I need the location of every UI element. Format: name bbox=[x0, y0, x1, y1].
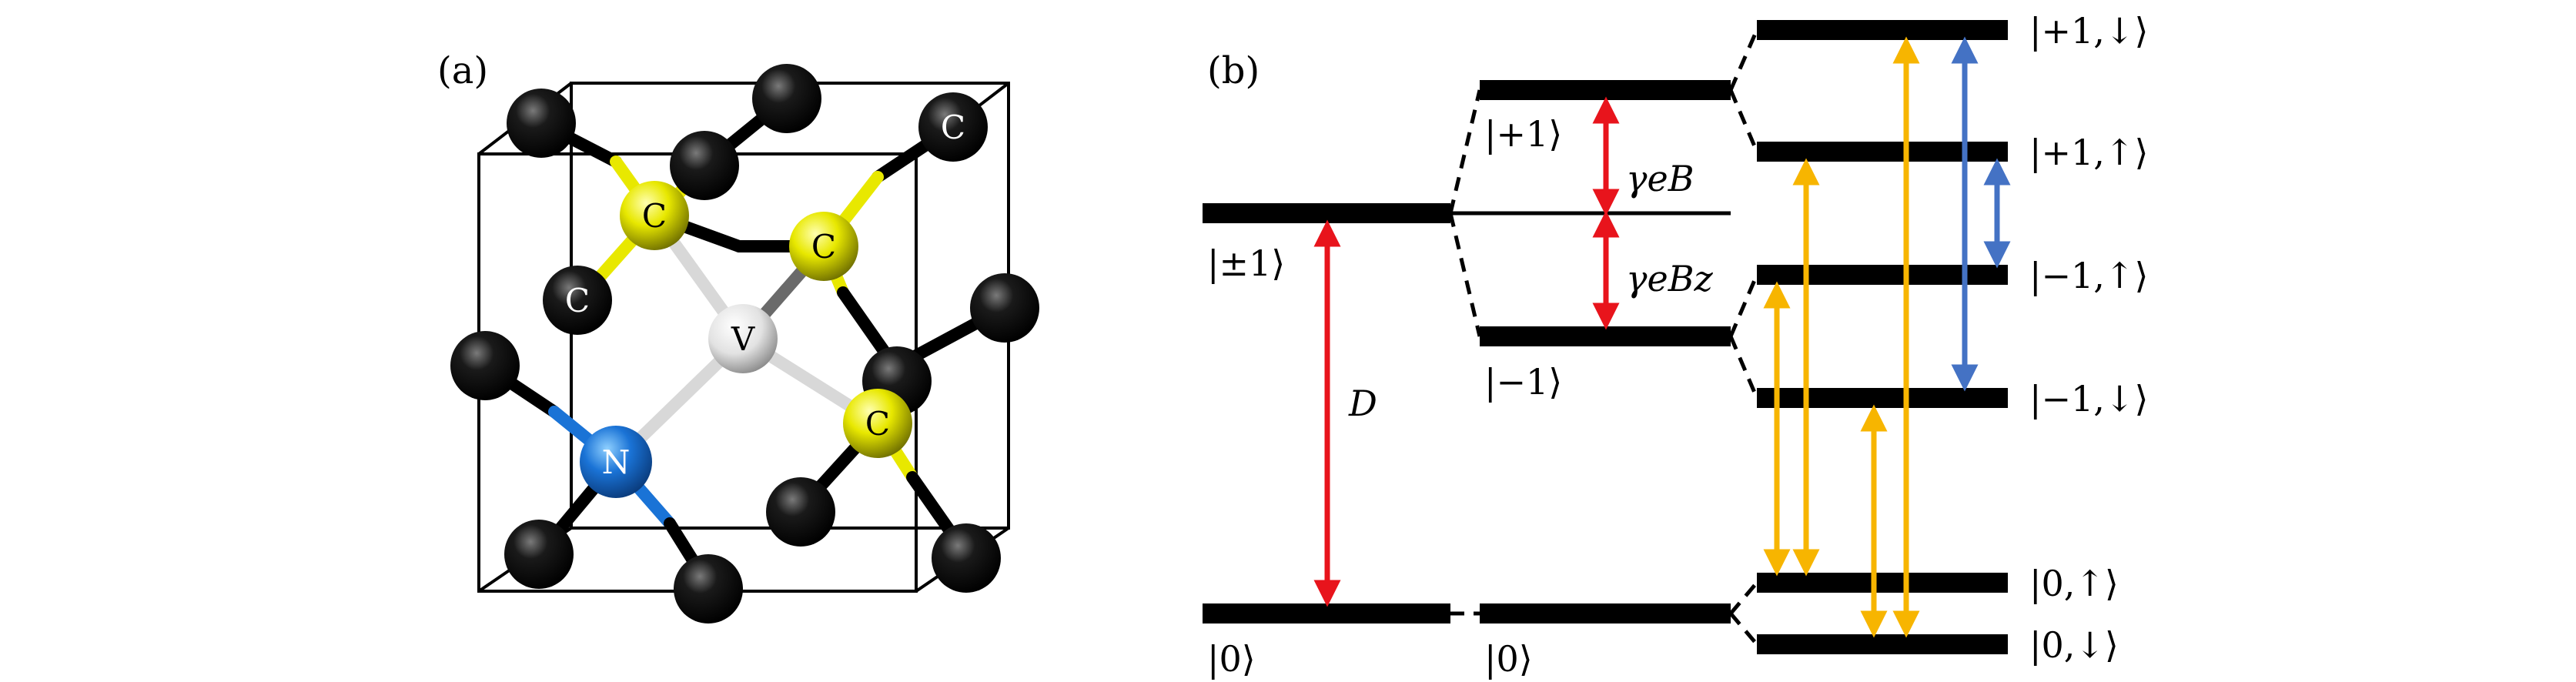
yellow-carbon-atom bbox=[789, 212, 858, 281]
carbon-atom bbox=[670, 131, 739, 200]
level-0-down bbox=[1757, 634, 2008, 654]
atom-label-c: C bbox=[865, 405, 890, 443]
level-plus1-up bbox=[1757, 142, 2008, 162]
carbon-atom bbox=[507, 89, 576, 158]
label-0-up: |0,↑⟩ bbox=[2029, 563, 2119, 604]
carbon-atom bbox=[674, 554, 743, 623]
level-minus1-down bbox=[1757, 388, 2008, 408]
label-gamma-bz: γeBz bbox=[1626, 258, 1714, 299]
vacancy-site bbox=[708, 304, 778, 373]
atom-label-c: C bbox=[941, 109, 965, 146]
carbon-atom bbox=[504, 520, 574, 589]
panel-a-label: (a) bbox=[437, 49, 488, 92]
label-minus1: |−1⟩ bbox=[1484, 361, 1562, 403]
level-0-up bbox=[1757, 573, 2008, 593]
carbon-atom bbox=[766, 477, 835, 547]
label-gamma-b: γeB bbox=[1626, 158, 1694, 199]
carbon-atom bbox=[932, 523, 1001, 593]
label-minus1-down: |−1,↓⟩ bbox=[2029, 378, 2148, 420]
carbon-atom bbox=[752, 64, 821, 133]
level-plus1-down bbox=[1757, 20, 2008, 40]
label-d: D bbox=[1348, 383, 1377, 424]
atom-label-c: C bbox=[565, 282, 590, 319]
level-0-zero-field bbox=[1203, 603, 1450, 623]
atom-label-c: C bbox=[642, 197, 667, 235]
panel-b: (b) bbox=[1203, 10, 2148, 680]
panel-b-label: (b) bbox=[1207, 49, 1260, 92]
label-plus1-up: |+1,↑⟩ bbox=[2029, 132, 2148, 173]
level-labels: |±1⟩ |0⟩ D |+1⟩ |−1⟩ |0⟩ γeB γeBz |+1,↓⟩… bbox=[1207, 10, 2148, 680]
carbon-atom bbox=[970, 273, 1039, 343]
label-pm1-zero-field: |±1⟩ bbox=[1207, 242, 1285, 284]
label-plus1-down: |+1,↓⟩ bbox=[2029, 10, 2148, 52]
atom-label-c: C bbox=[811, 228, 836, 266]
label-0-zero-field: |0⟩ bbox=[1207, 638, 1256, 680]
level-minus1-up bbox=[1757, 265, 2008, 285]
yellow-carbon-atom bbox=[620, 181, 689, 250]
carbon-atom bbox=[918, 92, 988, 162]
atom-label-n: N bbox=[602, 443, 631, 481]
label-minus1-up: |−1,↑⟩ bbox=[2029, 255, 2148, 296]
atoms bbox=[450, 64, 1039, 623]
carbon-atom bbox=[450, 331, 520, 400]
nitrogen-atom bbox=[580, 426, 652, 498]
level-pm1-zero-field bbox=[1203, 203, 1450, 223]
atom-labels: C C C C V C N bbox=[565, 109, 965, 481]
level-plus1 bbox=[1480, 80, 1731, 100]
label-0-zeeman: |0⟩ bbox=[1484, 638, 1533, 680]
atom-label-v: V bbox=[731, 320, 755, 358]
level-0-zeeman bbox=[1480, 603, 1731, 623]
label-0-down: |0,↓⟩ bbox=[2029, 624, 2119, 666]
panel-a: (a) bbox=[437, 49, 1039, 623]
level-minus1 bbox=[1480, 326, 1731, 346]
carbon-atom bbox=[543, 266, 612, 335]
transition-arrows bbox=[1313, 36, 2011, 638]
yellow-carbon-atom bbox=[843, 389, 912, 458]
dashed-connectors bbox=[1448, 29, 1759, 646]
label-plus1: |+1⟩ bbox=[1484, 113, 1562, 155]
